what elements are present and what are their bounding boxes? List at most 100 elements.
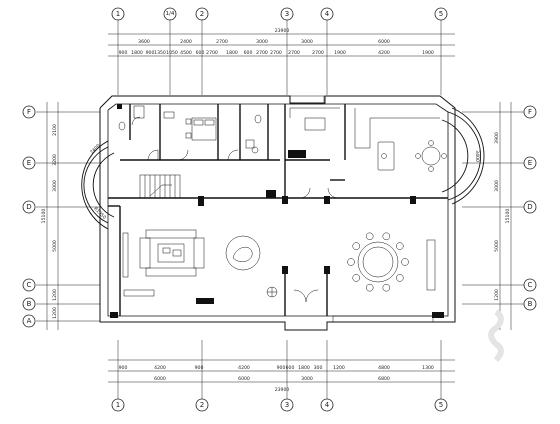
bottom-total-dim: 23900: [275, 387, 290, 393]
dining-chairs: [347, 232, 409, 292]
top-sub-15: 1900: [334, 50, 346, 56]
right-bay-window: [441, 107, 485, 205]
svg-text:E: E: [27, 159, 31, 167]
top-sub-2: 1800: [131, 50, 143, 56]
top-dim-2: 2400: [180, 39, 192, 45]
right-dim-1: 3900: [494, 132, 500, 144]
svg-text:2: 2: [200, 10, 204, 18]
top-sub-5: 1050: [166, 50, 178, 56]
dining-chair: [396, 242, 404, 250]
dining-sideboard: [426, 239, 436, 291]
right-dimension-texts: 3900 3000 5000 1200 15100: [494, 132, 511, 301]
grid-bubble-top-5: 5: [434, 7, 448, 21]
left-dimension-lines: [36, 102, 100, 330]
bottom-dimension-texts: 900 4200 900 4200 900 600 1800 300 1200 …: [119, 365, 434, 393]
svg-text:5: 5: [439, 401, 443, 409]
top-sub-9: 1800: [226, 50, 238, 56]
top-dim-3: 2700: [216, 39, 228, 45]
grid-bubble-top-1: 1: [111, 7, 125, 21]
top-dimension-lines: [108, 20, 455, 95]
grid-bubble-top-2: 2: [195, 7, 209, 21]
svg-text:5: 5: [439, 10, 443, 18]
bottom-sub-9: 1200: [333, 365, 345, 371]
top-dim-5: 3000: [301, 39, 313, 45]
bottom-sub-11: 1300: [422, 365, 434, 371]
top-dim-1: 3600: [138, 39, 150, 45]
left-dim-5: 1200: [52, 289, 58, 301]
left-dim-1: 2100: [52, 124, 58, 136]
left-dim-2: 3200: [52, 154, 58, 166]
breakfast-table: [415, 140, 447, 172]
top-sub-8: 2700: [206, 50, 218, 56]
left-bay-window: [81, 140, 115, 230]
dining-chair: [352, 242, 360, 250]
entry-steps: [289, 95, 434, 323]
bottom-sub-4: 4200: [238, 365, 250, 371]
bathroom-fixtures: [118, 105, 262, 154]
left-dimension-texts: 2100 3200 3000 5000 1200 1200 15100: [41, 124, 58, 319]
grid-bubble-left-D: D: [22, 200, 36, 214]
bottom-dim-4: 6800: [378, 376, 390, 382]
top-sub-4: 1350: [154, 50, 166, 56]
bottom-dim-3: 3000: [301, 376, 313, 382]
bedroom-furniture: [163, 111, 217, 141]
dining-chair: [365, 283, 374, 292]
kitchen-fixtures: [289, 107, 440, 171]
right-dim-4: 1200: [494, 289, 500, 301]
bottom-sub-10: 4800: [378, 365, 390, 371]
svg-text:F: F: [27, 108, 31, 116]
top-sub-1: 900: [119, 50, 128, 56]
top-sub-7: 600: [196, 50, 205, 56]
bottom-sub-1: 900: [119, 365, 128, 371]
living-rug: [225, 235, 261, 271]
dining-chair: [352, 274, 360, 282]
top-sub-11: 2700: [256, 50, 268, 56]
right-total-dim: 15100: [505, 209, 511, 224]
svg-text:E: E: [528, 159, 532, 167]
svg-text:C: C: [528, 281, 533, 289]
bottom-sub-7: 1800: [298, 365, 310, 371]
dining-chair: [401, 258, 409, 266]
left-dim-4: 5000: [52, 240, 58, 252]
top-sub-3: 900: [146, 50, 155, 56]
svg-text:3: 3: [285, 10, 289, 18]
top-sub-10: 600: [244, 50, 253, 56]
staircase: [139, 174, 181, 199]
bottom-sub-2: 4200: [154, 365, 166, 371]
bottom-sub-5: 900: [277, 365, 286, 371]
right-dimension-lines: [462, 102, 524, 330]
dining-table: [357, 241, 399, 283]
dining-chair: [382, 283, 391, 292]
grid-bubble-left-C: C: [22, 278, 36, 292]
svg-text:F: F: [528, 108, 532, 116]
dining-chair: [365, 232, 374, 241]
grid-bubble-right-E: E: [523, 156, 537, 170]
bottom-sub-3: 900: [195, 365, 204, 371]
top-sub-13: 2700: [288, 50, 300, 56]
grid-bubble-top-4: 4: [320, 7, 334, 21]
interior-walls: [108, 104, 448, 316]
dining-chair: [396, 274, 404, 282]
svg-text:1/4: 1/4: [166, 11, 175, 17]
watermark: [488, 309, 504, 363]
structural-columns: [110, 104, 444, 318]
bottom-dim-2: 6000: [238, 376, 250, 382]
top-sub-17: 1900: [422, 50, 434, 56]
grid-bubble-bottom-1: 1: [111, 398, 125, 412]
left-dim-6: 1200: [52, 307, 58, 319]
top-total-dim: 23900: [275, 28, 290, 34]
top-sub-6: 4500: [180, 50, 192, 56]
left-total-dim: 15100: [41, 209, 47, 224]
top-dim-6: 6000: [378, 39, 390, 45]
top-dim-4: 3000: [256, 39, 268, 45]
grid-bubble-bottom-2: 2: [195, 398, 209, 412]
grid-bubble-bottom-3: 3: [280, 398, 294, 412]
svg-text:4: 4: [325, 401, 330, 409]
svg-text:D: D: [527, 203, 532, 211]
grid-bubble-bottom-5: 5: [434, 398, 448, 412]
door-swings: [131, 116, 339, 303]
grid-bubble-top-1-4: 1/4: [163, 7, 177, 21]
grid-bubble-right-F: F: [523, 105, 537, 119]
grid-bubble-top-3: 3: [280, 7, 294, 21]
